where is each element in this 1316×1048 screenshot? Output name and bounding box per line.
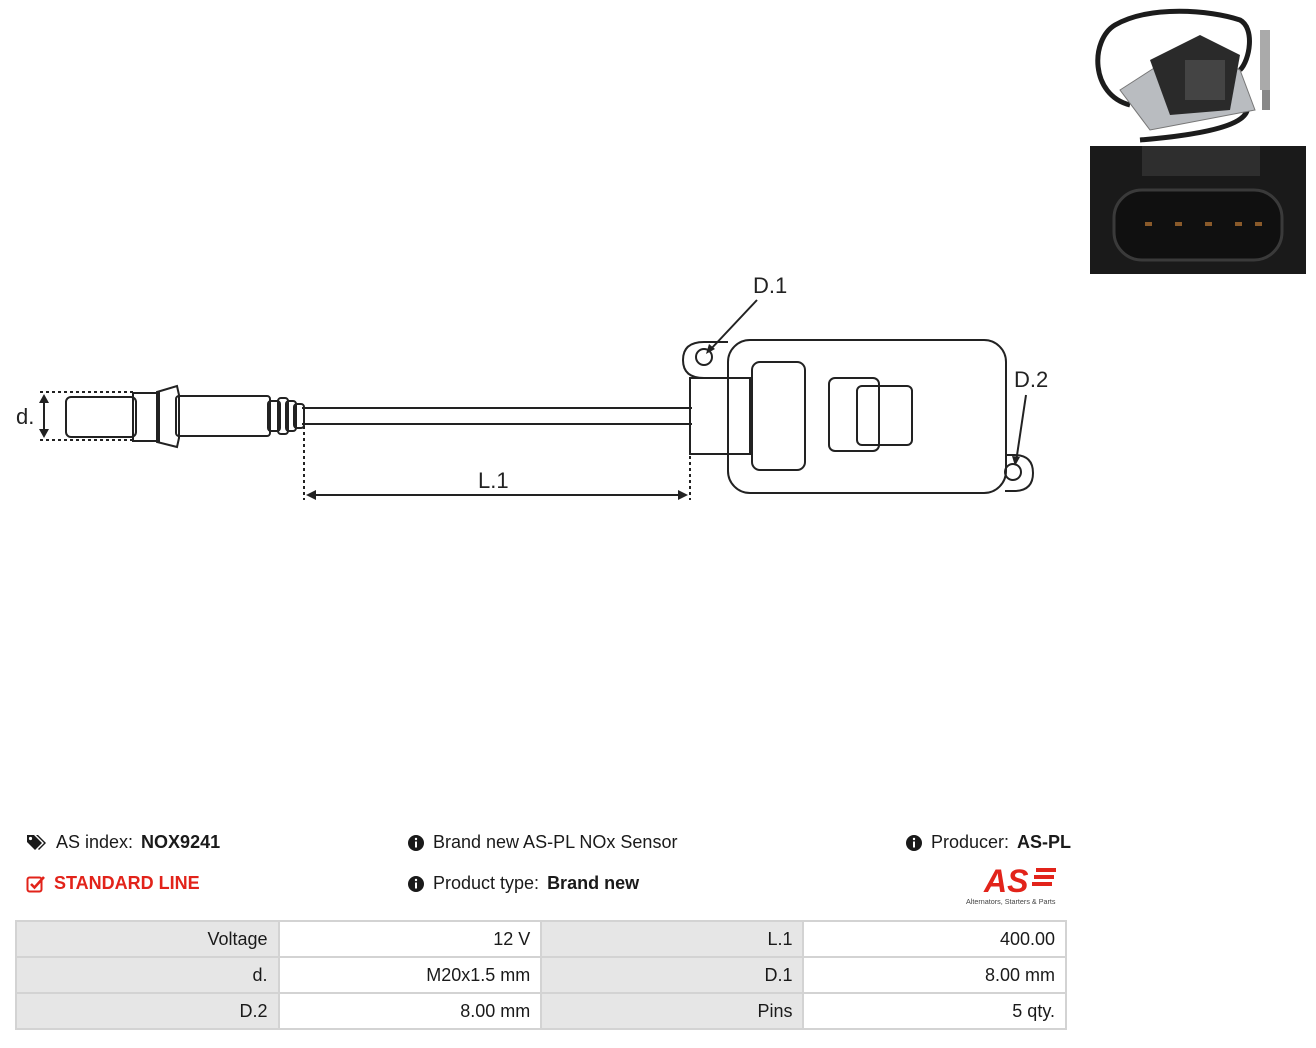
description-row: Brand new AS-PL NOx Sensor [407, 832, 677, 853]
tags-icon [27, 834, 46, 850]
label-l1: L.1 [478, 468, 509, 493]
table-row: d. M20x1.5 mm D.1 8.00 mm [15, 958, 1067, 994]
product-photo [1090, 0, 1306, 274]
spec-label: Pins [542, 994, 805, 1030]
logo-mark: AS [983, 863, 1029, 899]
technical-drawing: d. L.1 D.1 D.2 [16, 273, 1048, 500]
spec-label: Voltage [15, 920, 280, 958]
logo-tagline: Alternators, Starters & Parts [966, 897, 1056, 906]
label-d2: D.2 [1014, 367, 1048, 392]
probe-hex [156, 384, 180, 449]
product-type-row: Product type: Brand new [407, 873, 639, 894]
spec-value: 8.00 mm [804, 958, 1067, 994]
info-circle-icon [408, 834, 424, 851]
producer-label: Producer: [931, 832, 1010, 852]
product-description: Brand new AS-PL NOx Sensor [433, 832, 678, 852]
product-type-label: Product type: [433, 873, 540, 893]
spec-value: 400.00 [804, 920, 1067, 958]
as-index-row: AS index: NOX9241 [26, 832, 220, 853]
spec-label: D.2 [15, 994, 280, 1030]
producer-value: AS-PL [1017, 832, 1072, 852]
as-index-value: NOX9241 [141, 832, 221, 852]
label-d1: D.1 [753, 273, 787, 298]
standard-line-label: STANDARD LINE [54, 873, 200, 893]
spec-value: 12 V [279, 920, 543, 958]
spec-label: D.1 [542, 958, 805, 994]
probe-body [175, 395, 271, 437]
as-pl-logo: AS Alternators, Starters & Parts [966, 863, 1056, 906]
spec-value: 5 qty. [804, 994, 1067, 1030]
producer-row: Producer: AS-PL [905, 832, 1071, 853]
standard-line-row: STANDARD LINE [26, 873, 200, 894]
probe-tip [65, 396, 137, 438]
product-type-value: Brand new [547, 873, 640, 893]
mount-hole-d2 [1004, 463, 1022, 481]
spec-label: d. [15, 958, 280, 994]
module-housing [727, 339, 1007, 494]
mount-hole-d1 [695, 348, 713, 366]
spec-label: L.1 [542, 920, 805, 958]
table-row: Voltage 12 V L.1 400.00 [15, 920, 1067, 958]
probe-nut [132, 392, 160, 442]
as-index-label: AS index: [56, 832, 134, 852]
spec-value: M20x1.5 mm [279, 958, 543, 994]
module-socket-1 [751, 361, 806, 471]
spec-value: 8.00 mm [279, 994, 543, 1030]
specs-table: Voltage 12 V L.1 400.00 d. M20x1.5 mm D.… [15, 920, 1067, 1030]
check-square-icon [26, 875, 45, 892]
info-circle-icon [408, 875, 424, 892]
info-circle-icon [906, 834, 922, 851]
module-socket-2 [828, 377, 880, 452]
table-row: D.2 8.00 mm Pins 5 qty. [15, 994, 1067, 1030]
label-d: d. [16, 404, 34, 429]
